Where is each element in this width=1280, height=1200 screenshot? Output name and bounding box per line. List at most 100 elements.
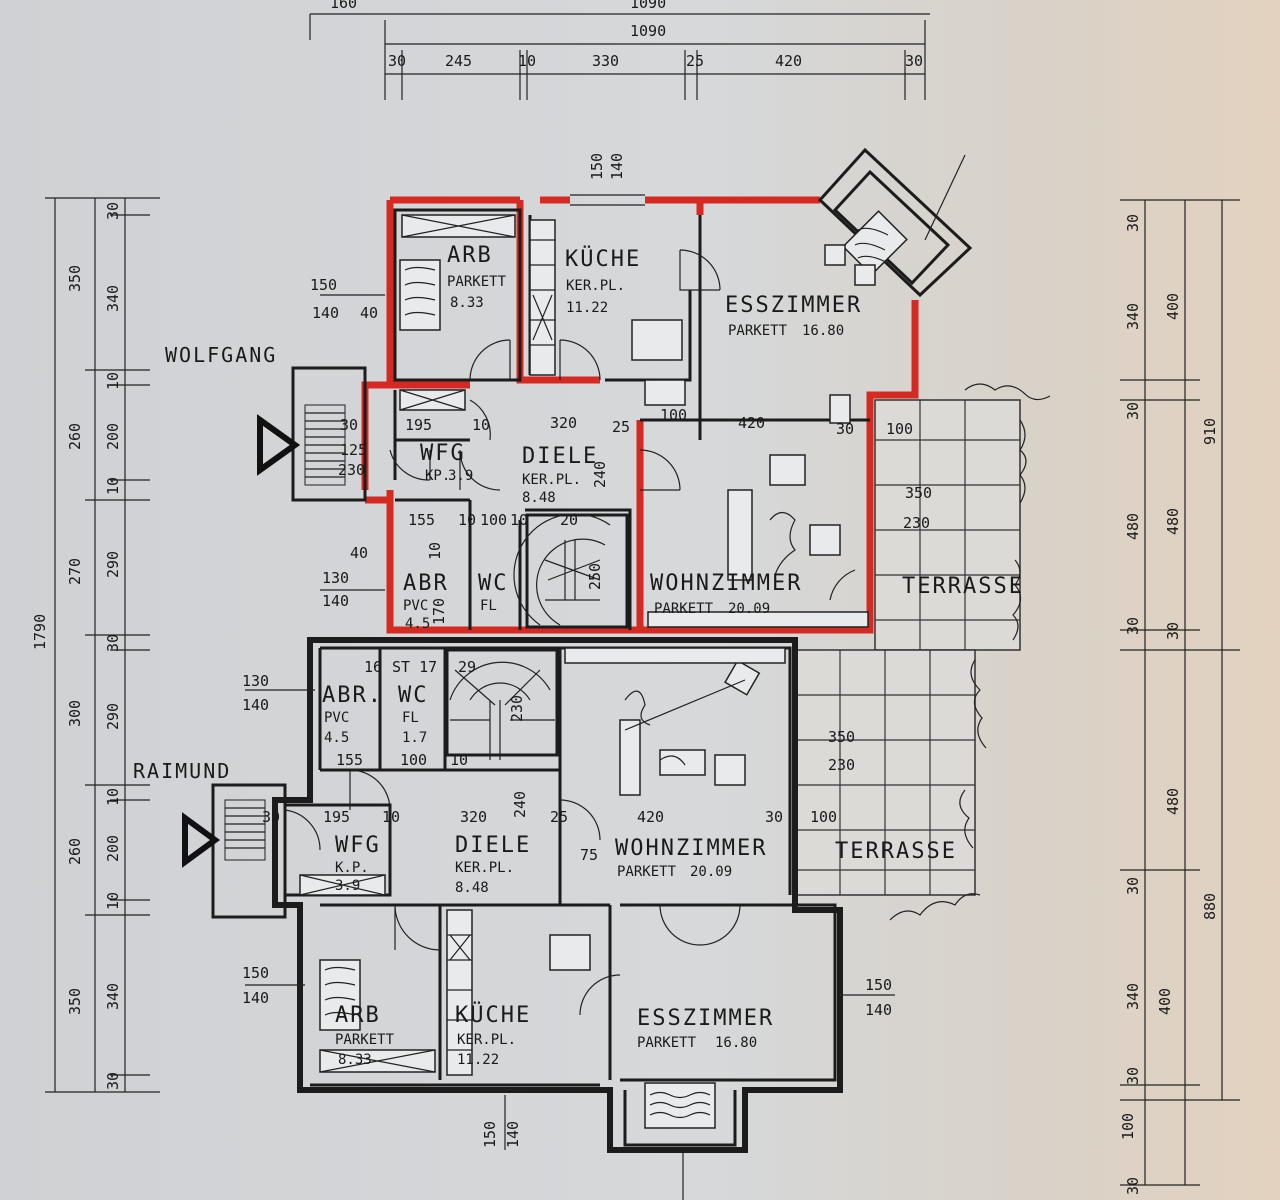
kitchen-lower [446,909,591,1076]
lower-kueche-name: KÜCHE [455,1002,531,1028]
dim-left-inner-6: 30 [104,634,122,652]
dim-right-inner-8: 30 [1124,1177,1142,1195]
lower-arb-floor: PARKETT [335,1032,395,1048]
dim-lower-230: 230 [508,695,526,722]
dim-right-mid-0: 400 [1164,293,1182,320]
terrace-upper-tiles [874,399,1021,651]
lower-diele-area: 8.48 [455,880,489,896]
dim-left-inner-12: 30 [104,1072,122,1090]
dim-top-seg-1: 245 [445,52,472,70]
dim-upper-arb-140: 140 [312,304,339,322]
lower-wc-name: WC [398,683,429,708]
window-marks [245,154,966,1200]
dim-top-1090-a: 1090 [630,0,666,12]
dim-lower-130: 130 [242,672,269,690]
dim-lower-arb-140: 140 [242,989,269,1007]
door-swings [284,249,856,1016]
lower-arb-area: 8.33 [338,1052,372,1068]
dim-upper-win-140: 140 [608,153,626,180]
dim-upper-100: 100 [660,406,687,424]
dim-lower-25: 25 [550,808,568,826]
dim-lower-bot-150: 150 [481,1121,499,1148]
upper-wohn-floor: PARKETT [654,601,714,617]
dim-upper-100c: 100 [480,511,507,529]
dim-left-outer-4: 260 [66,838,84,865]
dim-upper-230: 230 [338,461,365,479]
lower-ess-floor: PARKETT [637,1035,697,1051]
upper-abr-name: ABR [403,571,449,596]
dim-lower-30b: 30 [765,808,783,826]
dim-lower-ess-150: 150 [865,976,892,994]
lower-wc-area: 1.7 [402,730,427,746]
dim-left-inner-9: 200 [104,835,122,862]
lower-wfg-area: 3.9 [335,878,360,894]
lower-wfg-floor: K.P. [335,860,369,876]
dim-upper-10d: 10 [426,542,444,560]
upper-wohn-area: 20.09 [728,601,770,617]
dim-lower-320: 320 [460,808,487,826]
dim-upper-10: 10 [472,416,490,434]
dim-upper-10b: 10 [458,511,476,529]
plants [889,383,1051,921]
right-dimension-chain: 910 880 400 480 30 480 400 100 30 340 30… [1119,199,1240,1195]
dim-lower-240: 240 [511,791,529,818]
dim-right-inner-1: 340 [1124,303,1142,330]
terrace-lower-tiles [794,649,976,896]
entrance-stairs [211,366,367,919]
lower-unit-walls [272,637,843,1153]
dim-lower-140: 140 [242,696,269,714]
dim-lower-29: 29 [458,658,476,676]
dim-left-inner-0: 30 [104,202,122,220]
dim-top-seg-4: 25 [686,52,704,70]
dim-right-880: 880 [1201,893,1219,920]
lower-wohn-name: WOHNZIMMER [615,836,767,861]
dim-top-1090-b: 1090 [630,22,666,40]
dim-right-mid-2: 30 [1164,622,1182,640]
dim-left-inner-3: 200 [104,423,122,450]
arb-lower-furniture [319,959,436,1073]
dim-left-outer-3: 300 [66,700,84,727]
resident-upper-label: WOLFGANG [165,343,277,367]
lower-wohn-floor: PARKETT [617,864,677,880]
lower-abr-floor: PVC [324,710,349,726]
dim-right-mid-4: 400 [1156,988,1174,1015]
dim-upper-320: 320 [550,414,577,432]
dim-right-mid-1: 480 [1164,508,1182,535]
lower-wfg-name: WFG [335,833,381,858]
dim-top-seg-0: 30 [388,52,406,70]
dim-lower-terr-350: 350 [828,728,855,746]
dim-right-inner-6: 340 [1124,983,1142,1010]
dim-upper-30: 30 [340,416,358,434]
dim-upper-40b: 40 [350,544,368,562]
wfg-closets [299,389,466,896]
dim-left-inner-8: 10 [104,788,122,806]
lower-diele-name: DIELE [455,833,531,858]
dim-left-outer-0: 350 [66,265,84,292]
upper-ess-area: 16.80 [802,323,844,339]
lower-wohn-area: 20.09 [690,864,732,880]
living-upper-furniture [647,394,869,628]
dim-right-910: 910 [1201,418,1219,445]
dim-right-inner-5: 30 [1124,877,1142,895]
dim-upper-arb-150: 150 [310,276,337,294]
dim-lower-st17: ST 17 [392,658,437,676]
upper-ess-floor: PARKETT [728,323,788,339]
upper-ess-name: ESSZIMMER [725,293,862,318]
upper-wfg-name: WFG [420,441,466,466]
dim-left-outer-2: 270 [66,558,84,585]
lower-diele-floor: KER.PL. [455,860,514,876]
dim-right-inner-7: 30 [1124,1067,1142,1085]
dim-upper-30b: 30 [836,420,854,438]
upper-kueche-area: 11.22 [566,300,608,316]
stair-lower [445,648,559,760]
lower-ess-area: 16.80 [715,1035,757,1051]
dim-lower-arb-150: 150 [242,964,269,982]
dim-lower-16: 16 [364,658,382,676]
dim-top-seg-2: 10 [518,52,536,70]
dim-top-160: 160 [330,0,357,12]
dim-lower-195: 195 [323,808,350,826]
upper-diele-floor: KER.PL. [522,472,581,488]
upper-arb-floor: PARKETT [447,274,507,290]
dim-upper-420: 420 [738,414,765,432]
